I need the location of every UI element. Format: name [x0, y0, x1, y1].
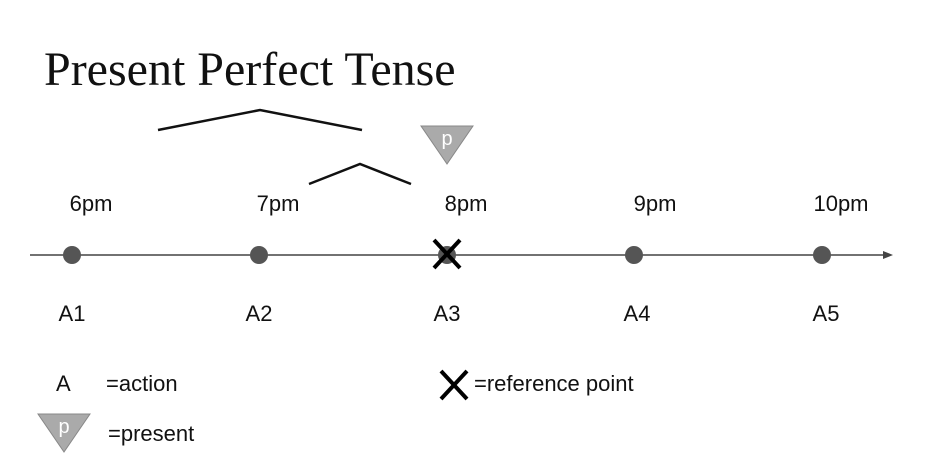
present-marker-icon: p [420, 125, 474, 165]
time-label-9pm: 9pm [633, 191, 677, 216]
action-dot-2 [250, 246, 268, 264]
present-marker-letter: p [441, 128, 452, 150]
small-bracket [308, 162, 412, 186]
action-dot-4 [625, 246, 643, 264]
diagram-title: Present Perfect Tense [44, 43, 456, 96]
legend-action-text: =action [106, 371, 178, 396]
time-label-6pm: 6pm [69, 191, 113, 216]
action-label-a1: A1 [58, 301, 86, 326]
time-label-10pm: 10pm [813, 191, 869, 216]
legend-present-letter: p [58, 416, 69, 438]
time-label-7pm: 7pm [256, 191, 300, 216]
legend-present-marker-icon: p [37, 413, 91, 453]
action-label-a3: A3 [433, 301, 461, 326]
action-label-a4: A4 [623, 301, 651, 326]
action-label-a2: A2 [245, 301, 273, 326]
action-dot-1 [63, 246, 81, 264]
legend-reference-text: =reference point [474, 371, 634, 396]
timeline-arrow-icon [883, 251, 893, 259]
action-label-a5: A5 [812, 301, 840, 326]
time-label-8pm: 8pm [444, 191, 488, 216]
legend-reference-cross-icon [439, 369, 469, 401]
action-dot-5 [813, 246, 831, 264]
reference-cross-icon [432, 238, 462, 270]
legend-present-text: =present [108, 421, 195, 446]
legend-action-symbol: A [56, 371, 71, 396]
large-bracket [157, 108, 363, 132]
